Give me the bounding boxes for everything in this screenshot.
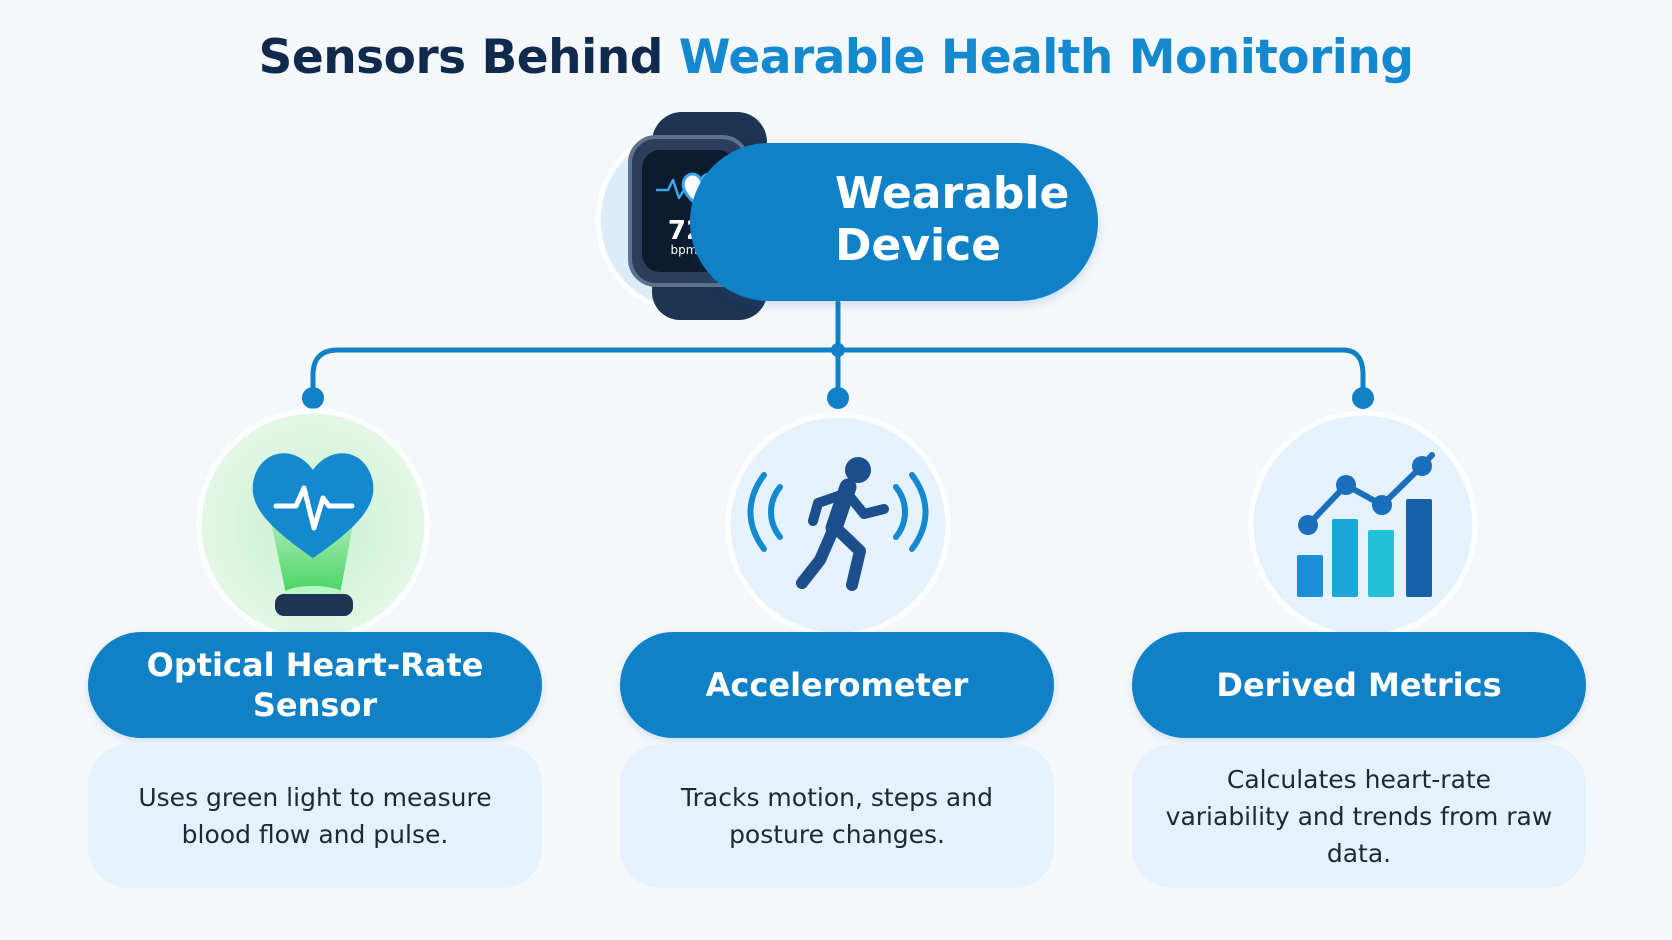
running-person-icon [725, 412, 951, 638]
node-desc-accelerometer: Tracks motion, steps and posture changes… [620, 744, 1054, 888]
connector-dot-right [1352, 387, 1374, 409]
wearable-device-pill [690, 143, 1098, 301]
title-part-1: Sensors Behind [258, 30, 679, 85]
title-part-2: Wearable Health Monitoring [678, 30, 1414, 85]
node-desc-optical-sensor: Uses green light to measure blood flow a… [88, 744, 542, 888]
connector-right [1340, 347, 1366, 397]
node-desc-accelerometer-text: Tracks motion, steps and posture changes… [681, 783, 993, 849]
connector-dot-left [302, 387, 324, 409]
connector-left [310, 347, 341, 397]
node-title-optical-sensor: Optical Heart-Rate Sensor [88, 632, 542, 738]
node-desc-derived-metrics-text: Calculates heart-rate variability and tr… [1165, 764, 1553, 868]
node-desc-derived-metrics: Calculates heart-rate variability and tr… [1132, 744, 1586, 888]
node-title-derived-metrics: Derived Metrics [1132, 632, 1586, 738]
connector-junction [831, 343, 845, 357]
wearable-device-label: Wearable Device [835, 168, 1070, 271]
node-title-accelerometer: Accelerometer [620, 632, 1054, 738]
trend-chart-icon [1248, 410, 1478, 640]
heart-rate-sensor-icon [196, 408, 430, 642]
connector-dot-center [827, 387, 849, 409]
watch-bpm-unit: bpm [671, 243, 698, 257]
page-title: Sensors Behind Wearable Health Monitorin… [0, 30, 1672, 85]
node-desc-optical-sensor-text: Uses green light to measure blood flow a… [138, 783, 492, 849]
